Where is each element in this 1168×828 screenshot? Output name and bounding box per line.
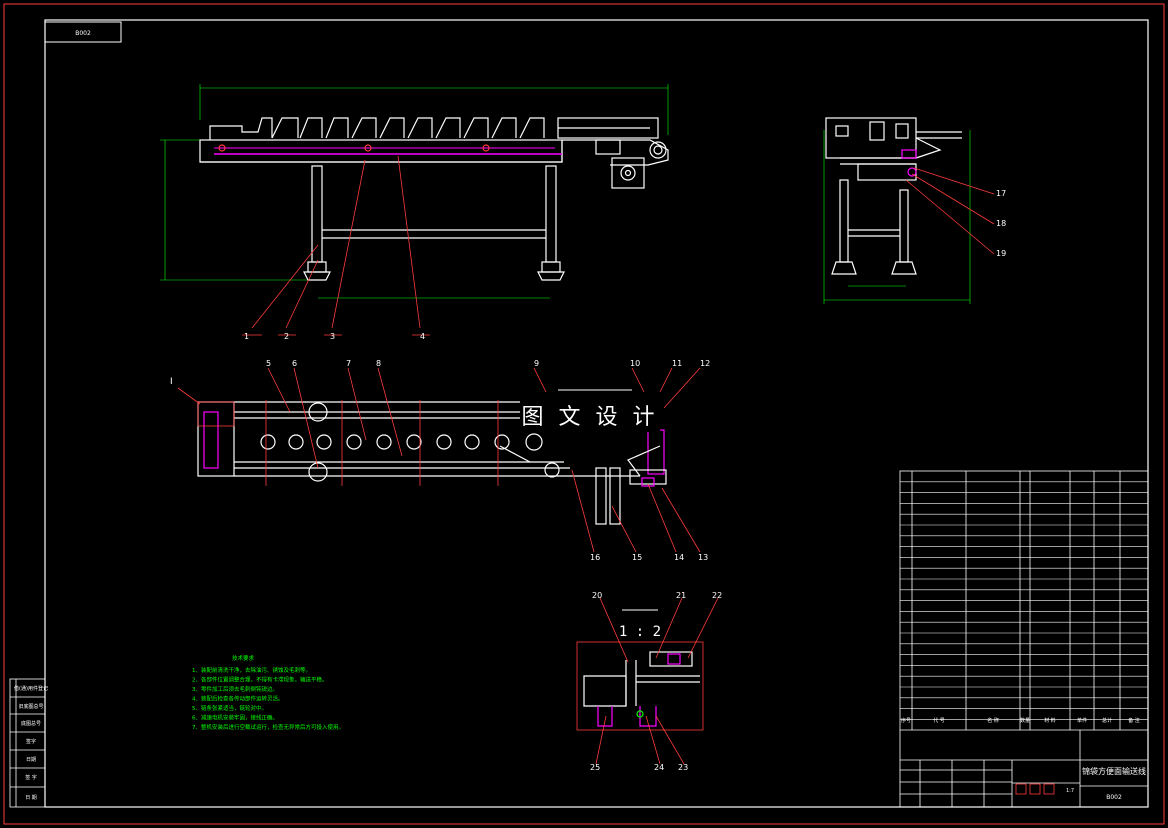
part-label-18: 18: [996, 219, 1006, 228]
part-label-5: 5: [266, 359, 271, 368]
part-label-24: 24: [654, 763, 664, 772]
bom-header-cell: 名 称: [987, 717, 999, 724]
stamp-row-label: 底图总号: [21, 720, 41, 727]
bom-header-cell: 单件: [1077, 717, 1087, 724]
left-stamp-table: [9, 678, 46, 808]
drawing-title: 锦袋方便面输送线: [1082, 766, 1146, 776]
part-label-7: 7: [346, 359, 351, 368]
part-label-12: 12: [700, 359, 710, 368]
part-label-2: 2: [284, 332, 289, 341]
front-view: [160, 84, 669, 299]
part-label-11: 11: [672, 359, 682, 368]
part-label-21: 21: [676, 591, 686, 600]
part-label-4: 4: [420, 332, 425, 341]
part-label-25: 25: [590, 763, 600, 772]
part-label-16: 16: [590, 553, 600, 562]
side-view: [823, 117, 971, 304]
top-leaders: [177, 367, 701, 553]
top-view: [197, 400, 667, 525]
watermark-text: 图 文 设 计: [522, 405, 659, 430]
part-label-6: 6: [292, 359, 297, 368]
tech-notes-heading: 技术要求: [232, 654, 255, 662]
detail-view: [576, 609, 704, 731]
bom-rows: [900, 481, 1148, 720]
bom-header-cell: 总计: [1102, 717, 1112, 724]
tech-note-line: 7、整机安装后进行空载试运行，检查无异常后方可投入使用。: [192, 723, 344, 731]
frame-border: [44, 19, 1149, 808]
part-label-14: 14: [674, 553, 684, 562]
bom-header: 序号 代 号 名 称 数量 材 料 单件 总计 备 注: [901, 717, 1140, 724]
technical-notes: 技术要求 1、装配前清洗干净，去除油污、锈蚀及毛刺等。 2、各部件位置调整合理，不得…: [192, 654, 344, 731]
part-label-22: 22: [712, 591, 722, 600]
scale-value: 1:7: [1066, 788, 1074, 794]
tech-note-line: 4、装配后检查各传动部件运转灵活。: [192, 695, 284, 703]
stamp-row-label: 日 期: [25, 795, 37, 801]
bom-header-cell: 代 号: [933, 717, 945, 724]
part-label-15: 15: [632, 553, 642, 562]
drawing-number-box: [44, 21, 122, 43]
stamp-row-label: 签 字: [25, 774, 37, 781]
detail-scale-label: 1 : 2: [619, 624, 661, 640]
view-label-I: I: [170, 377, 173, 387]
side-leaders: [905, 167, 995, 255]
watermark-bg: [520, 398, 660, 432]
red-cells: [1015, 783, 1055, 795]
bom-header-cell: 数量: [1020, 717, 1030, 724]
drawing-number: B002: [1106, 794, 1122, 801]
tech-note-line: 1、装配前清洗干净，去除油污、锈蚀及毛刺等。: [192, 666, 311, 674]
tech-note-line: 5、链条张紧适当，链轮对中。: [192, 704, 267, 712]
part-label-20: 20: [592, 591, 602, 600]
tech-note-line: 3、零件加工后须去毛刺倒钝锐边。: [192, 685, 278, 693]
outer-border: [3, 3, 1165, 825]
part-label-23: 23: [678, 763, 688, 772]
part-label-9: 9: [534, 359, 539, 368]
bom-header-cell: 备 注: [1128, 717, 1140, 724]
part-label-3: 3: [330, 332, 335, 341]
front-leaders: [242, 155, 430, 336]
bom-table: [899, 470, 1149, 808]
part-label-13: 13: [698, 553, 708, 562]
stamp-row-label: 借(通)用件登记: [14, 685, 48, 692]
part-label-8: 8: [376, 359, 381, 368]
bom-header-cell: 材 料: [1044, 717, 1056, 724]
part-label-1: 1: [244, 332, 249, 341]
drawing-number-top: B002: [75, 30, 91, 37]
stamp-row-label: 签字: [26, 738, 36, 745]
bom-header-cell: 序号: [901, 717, 911, 724]
part-label-17: 17: [996, 189, 1006, 198]
stamp-row-label: 旧底图总号: [18, 703, 43, 710]
stamp-row-label: 日期: [26, 757, 36, 763]
tech-note-line: 6、减速电机安装牢固，接线正确。: [192, 714, 278, 722]
part-label-19: 19: [996, 249, 1006, 258]
tech-note-line: 2、各部件位置调整合理，不得有卡滞现象，输送平稳。: [192, 676, 328, 684]
detail-leaders: [595, 597, 719, 765]
part-label-10: 10: [630, 359, 640, 368]
